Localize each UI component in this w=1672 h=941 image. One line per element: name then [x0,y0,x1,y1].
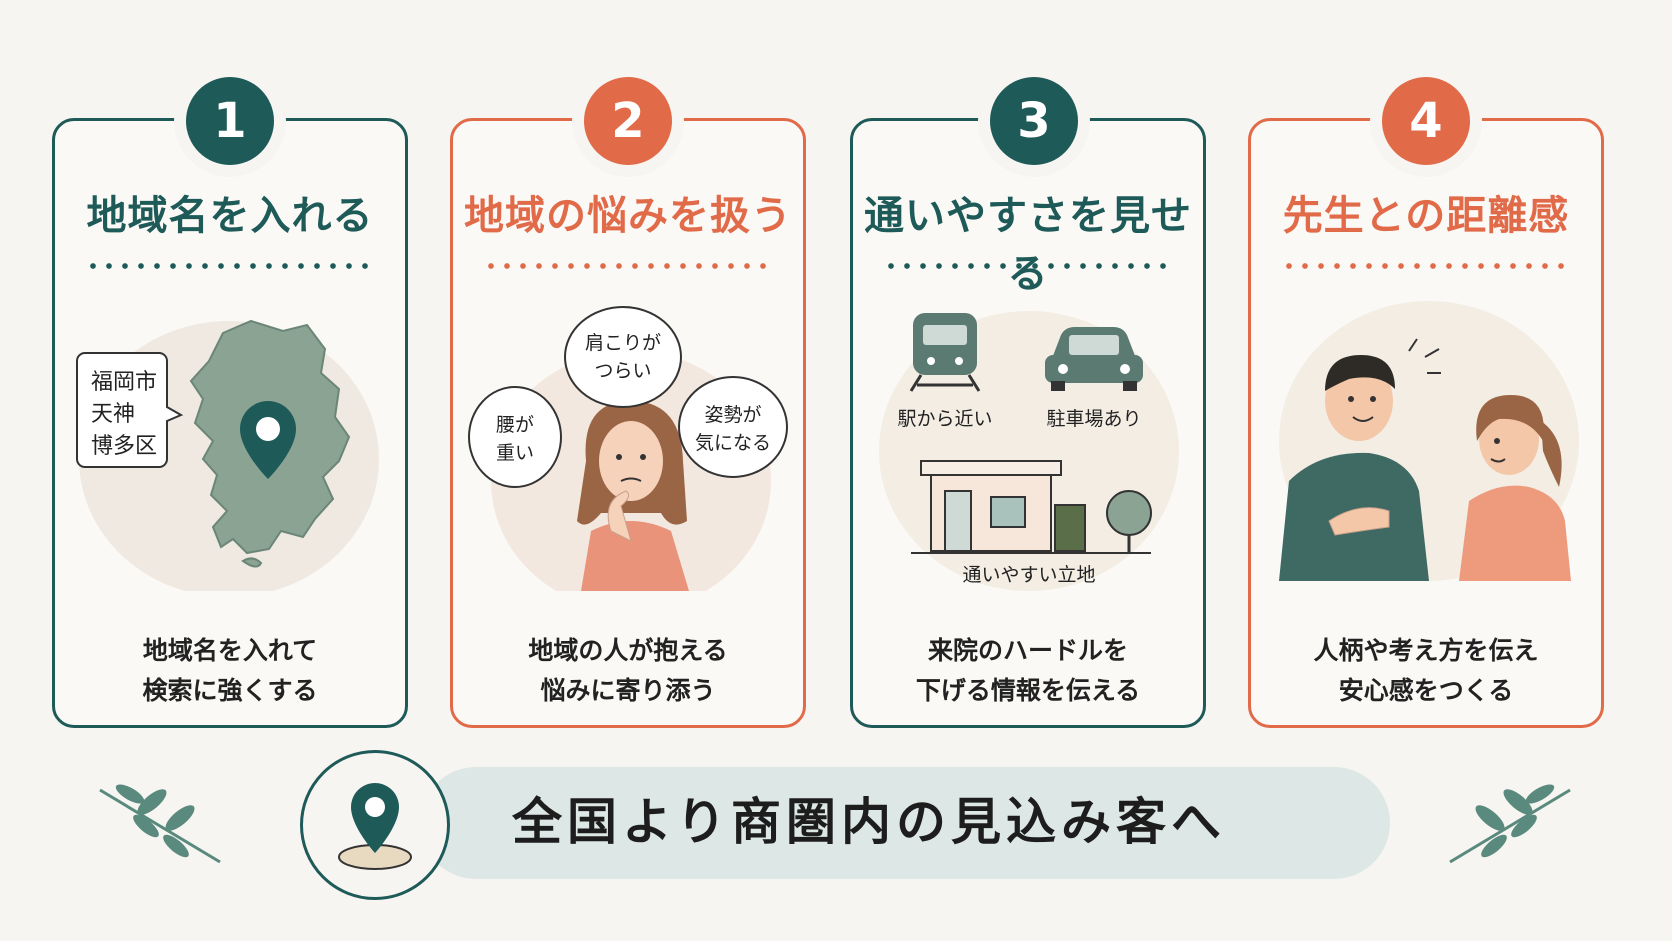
card-1-caption: 地域名を入れて 検索に強くする [55,631,405,711]
map-pin-icon [240,401,296,479]
card-3-caption: 来院のハードルを 下げる情報を伝える [853,631,1203,711]
kyushu-map-illustration: 福岡市 天神 博多区 [76,319,379,591]
map-pin-icon [338,783,412,870]
step-number-3: 3 [990,77,1078,165]
svg-text:肩こりが: 肩こりが [585,332,661,354]
card-3: 通いやすさを見せる 駅から近い 駐車場あり 通いやすい立 [850,118,1206,728]
worried-woman-illustration: 肩こりが つらい 腰が 重い 姿勢が 気になる [468,306,788,591]
card-3-title: 通いやすさを見せる [864,193,1192,297]
clinic-building-illustration [911,460,1152,554]
card-4-title: 先生との距離感 [1282,193,1570,239]
svg-text:重い: 重い [496,442,534,464]
caption-line-1: 人柄や考え方を伝え [1313,636,1539,665]
card-1-title: 地域名を入れる [86,193,374,239]
dotted-divider [483,263,773,269]
svg-text:つらい: つらい [594,360,651,382]
card-1: 地域名を入れる 福岡市 天神 博多区 地域名を入れて 検索に強くする [52,118,408,728]
bubble-line-1: 福岡市 [91,370,157,395]
summary-banner [420,767,1390,879]
step-number-2: 2 [584,77,672,165]
label-location: 通いやすい立地 [962,564,1095,586]
access-illustration: 駅から近い 駐車場あり 通いやすい立地 [879,311,1179,591]
dotted-divider [1281,263,1571,269]
svg-text:気になる: 気になる [695,432,771,454]
leaf-icon [99,784,221,864]
caption-line-2: 検索に強くする [142,676,318,705]
svg-text:姿勢が: 姿勢が [704,404,761,426]
dotted-divider [883,263,1173,269]
location-pin-badge [300,750,450,900]
card-4: 先生との距離感 人柄や考え方を伝え 安心感をつくる [1248,118,1604,728]
bubble-line-3: 博多区 [91,434,157,459]
caption-line-1: 来院のハードルを [927,636,1128,665]
step-number-1: 1 [186,77,274,165]
svg-text:腰が: 腰が [496,414,534,436]
caption-line-2: 安心感をつくる [1338,676,1514,705]
caption-line-2: 悩みに寄り添う [540,676,716,705]
label-parking: 駐車場あり [1046,408,1141,430]
speech-bubble-posture: 姿勢が 気になる [678,376,788,478]
card-2: 地域の悩みを扱う 肩こりが つらい 腰が 重い 姿勢が 気になる 地域の人が抱え… [450,118,806,728]
label-near-station: 駅から近い [897,408,992,430]
step-number-4: 4 [1382,77,1470,165]
doctor-patient-illustration [1279,301,1579,581]
card-2-title: 地域の悩みを扱う [464,193,792,239]
banner-text: 全国より商圏内の見込み客へ [512,793,1226,851]
dotted-divider [85,263,375,269]
card-4-caption: 人柄や考え方を伝え 安心感をつくる [1251,631,1601,711]
car-icon [1045,327,1143,391]
caption-line-2: 下げる情報を伝える [915,676,1141,705]
card-2-caption: 地域の人が抱える 悩みに寄り添う [453,631,803,711]
speech-bubble-back: 腰が 重い [468,386,562,488]
caption-line-1: 地域の人が抱える [528,636,728,665]
speech-bubble-shoulder: 肩こりが つらい [564,306,682,408]
train-icon [909,313,981,392]
bubble-line-2: 天神 [91,402,135,427]
caption-line-1: 地域名を入れて [142,636,318,665]
leaf-icon [1449,784,1571,864]
